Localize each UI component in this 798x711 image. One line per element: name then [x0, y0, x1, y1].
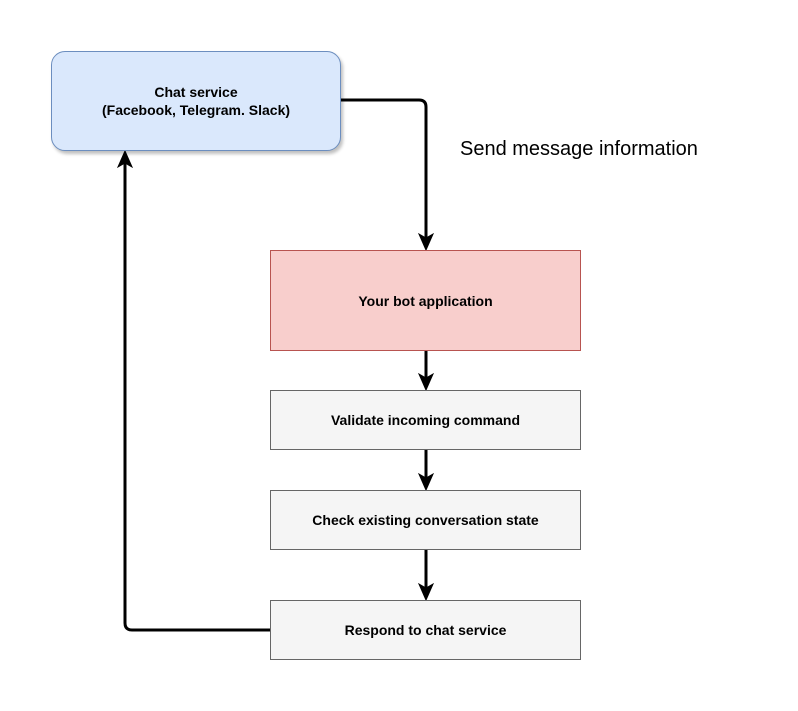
chat-service-node: Chat service (Facebook, Telegram. Slack): [51, 51, 341, 151]
chat-service-subtitle: (Facebook, Telegram. Slack): [101, 102, 291, 118]
check-state-node: Check existing conversation state: [270, 490, 581, 550]
arrowhead-respond-to-chat: [116, 149, 134, 169]
edge-respond-to-chat: [123, 163, 270, 632]
respond-node: Respond to chat service: [270, 600, 581, 660]
arrowhead-bot-to-validate: [417, 372, 435, 392]
bot-application-label: Your bot application: [358, 292, 493, 309]
check-state-label: Check existing conversation state: [312, 512, 539, 528]
respond-label: Respond to chat service: [344, 622, 507, 638]
bot-application-node: Your bot application: [270, 250, 581, 351]
validate-command-node: Validate incoming command: [270, 390, 581, 450]
arrowhead-validate-to-check: [417, 472, 435, 492]
arrowhead-chat-to-bot: [417, 232, 435, 252]
arrowhead-check-to-respond: [417, 582, 435, 602]
edge-chat-to-bot: [341, 98, 428, 238]
send-message-label: Send message information: [460, 138, 698, 160]
validate-command-label: Validate incoming command: [330, 412, 521, 428]
chat-service-title: Chat service: [154, 84, 238, 100]
